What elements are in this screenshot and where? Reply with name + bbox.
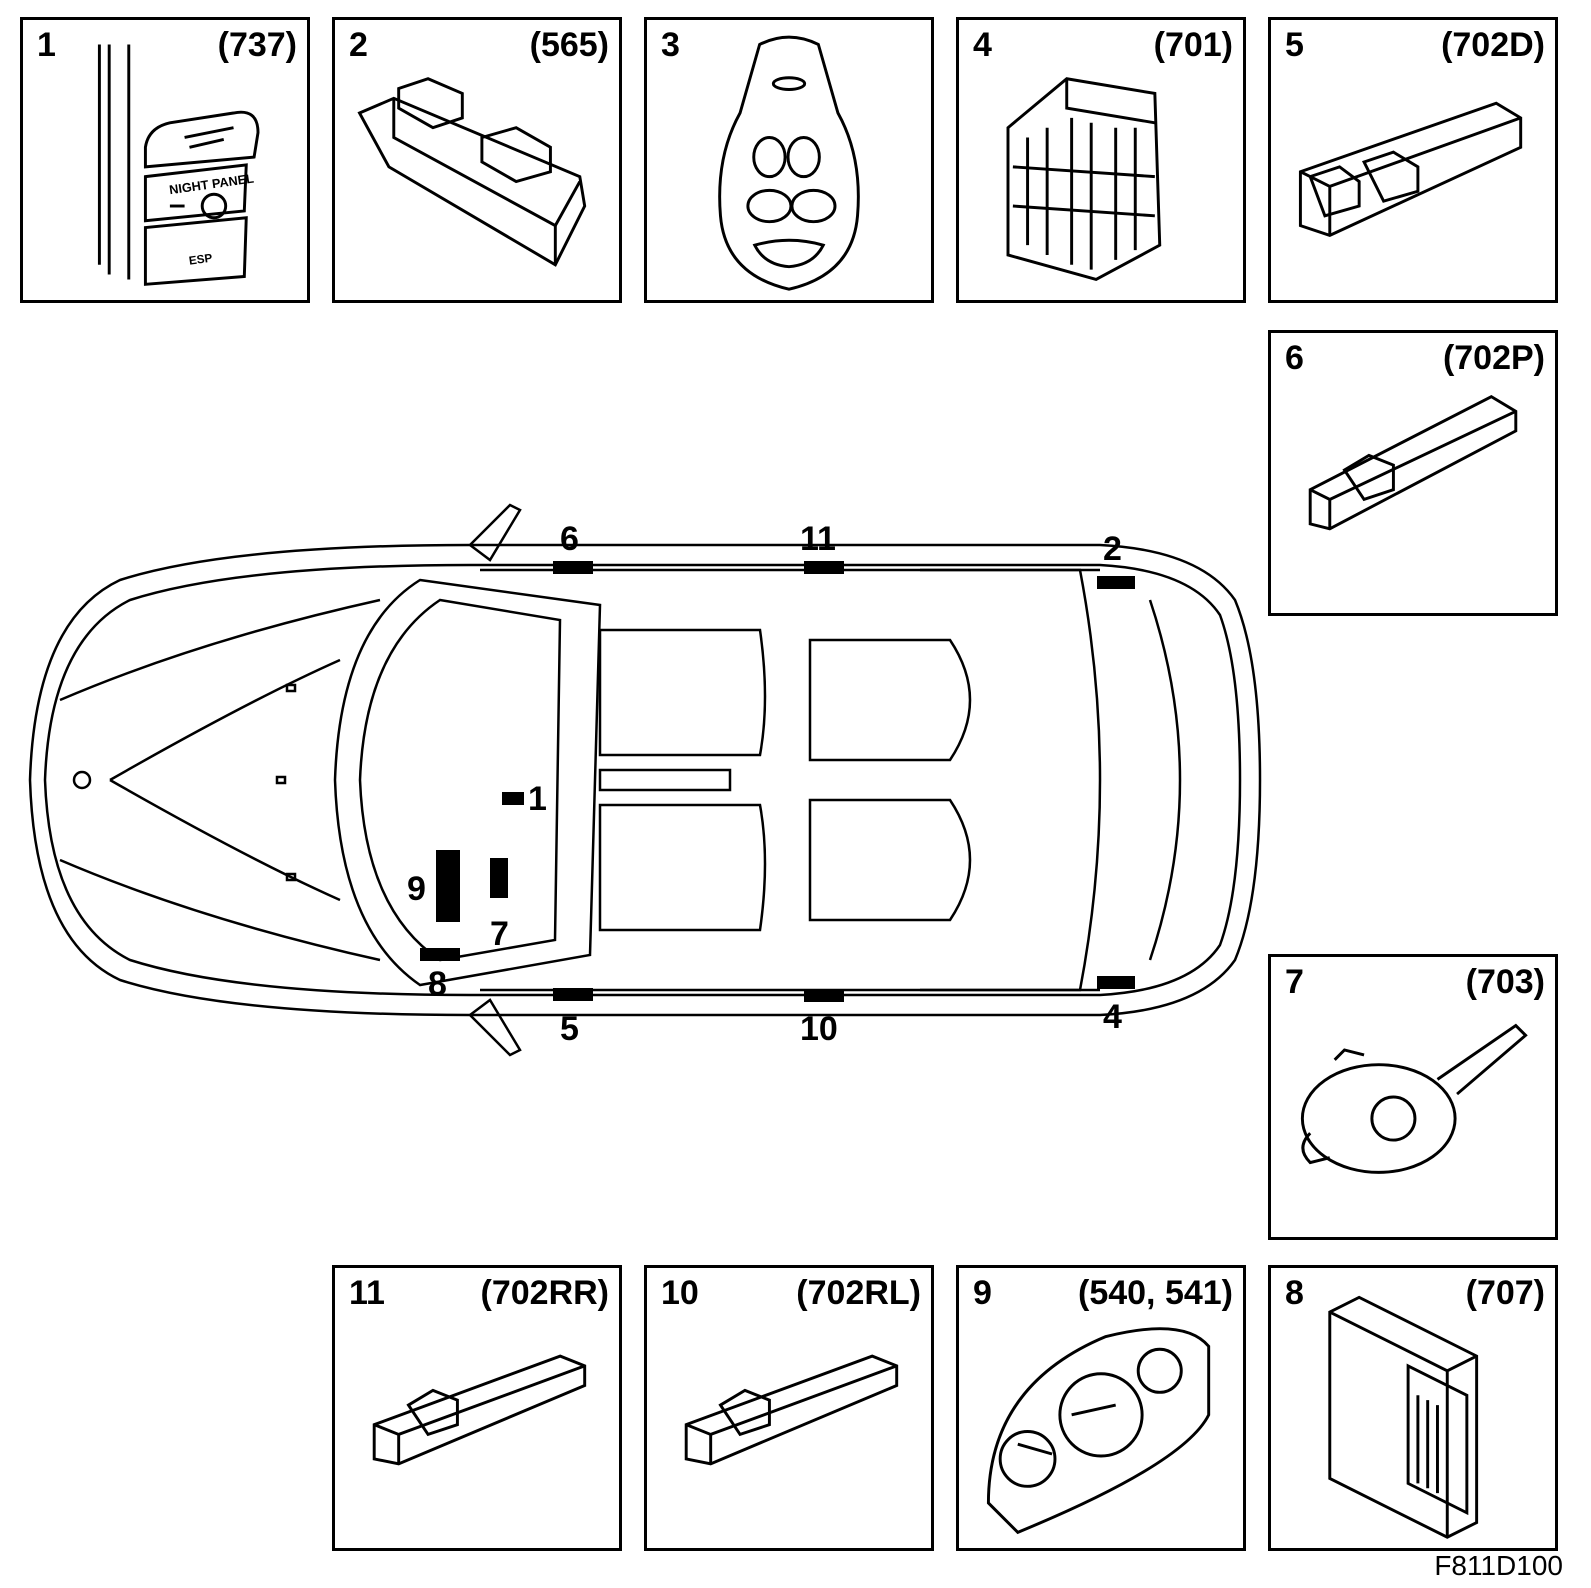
component-panel-11: 11 (702RR) [332,1265,622,1551]
panel-number: 11 [349,1274,385,1312]
panel-code: (707) [1465,1274,1545,1312]
marker-box-11 [804,561,844,574]
component-panel-1: NIGHT PANEL ESP 1 (737) [20,17,310,303]
marker-label-7: 7 [490,915,509,953]
panel-code: (702RL) [796,1274,921,1312]
electronic-control-unit-illustration [1328,1295,1479,1539]
panel-number: 4 [973,26,992,64]
panel-number: 8 [1285,1274,1304,1312]
marker-label-5: 5 [560,1010,579,1048]
component-panel-3: 3 [644,17,934,303]
figure-code: F811D100 [1434,1550,1563,1581]
instrument-cluster-illustration [986,1327,1211,1535]
component-panel-7: 7 (703) [1268,954,1558,1240]
marker-box-9 [436,850,460,922]
component-panel-8: 8 (707) [1268,1265,1558,1551]
marker-label-2: 2 [1103,530,1122,568]
rear-right-door-module-illustration [372,1354,587,1466]
panel-number: 1 [37,26,56,64]
marker-label-11: 11 [800,520,836,558]
panel-code: (702RR) [480,1274,609,1312]
panel-number: 5 [1285,26,1304,64]
marker-label-9: 9 [407,870,426,908]
panel-code: (565) [529,26,609,64]
marker-box-7 [490,858,508,898]
panel-number: 7 [1285,963,1304,1001]
fuse-relay-box-illustration [1006,77,1162,282]
panel-number: 3 [661,26,680,64]
marker-box-5 [553,988,593,1001]
component-panel-5: 5 (702D) [1268,17,1558,303]
marker-label-1: 1 [528,780,547,818]
panel-code: (737) [217,26,297,64]
panel-number: 2 [349,26,368,64]
light-switch-panel-illustration: NIGHT PANEL ESP [97,44,260,286]
control-module-illustration [357,77,587,267]
marker-box-10 [804,989,844,1002]
steering-column-module-illustration [1300,1023,1528,1174]
marker-box-2 [1097,576,1135,589]
panel-code: (702P) [1442,339,1545,377]
panel-number: 10 [661,1274,699,1312]
marker-box-1 [502,792,524,805]
panel-code: (703) [1465,963,1545,1001]
marker-box-6 [553,561,593,574]
panel-number: 9 [973,1274,992,1312]
panel-number: 6 [1285,339,1304,377]
component-panel-2: 2 (565) [332,17,622,303]
marker-label-6: 6 [560,520,579,558]
component-panel-9: 9 (540, 541) [956,1265,1246,1551]
panel-code: (702D) [1441,26,1545,64]
driver-door-module-illustration [1298,101,1523,237]
panel-code: (540, 541) [1078,1274,1233,1312]
car-outline [28,503,1262,1057]
panel-code: (701) [1153,26,1233,64]
component-panel-6: 6 (702P) [1268,330,1558,616]
marker-label-10: 10 [800,1010,838,1048]
component-panel-10: 10 (702RL) [644,1265,934,1551]
location-markers: 1 2 4 5 6 7 8 9 10 11 [407,520,1135,1048]
rear-left-door-module-illustration [684,1354,899,1466]
marker-box-8 [420,948,460,961]
marker-label-8: 8 [428,965,447,1003]
component-panel-4: 4 (701) [956,17,1246,303]
passenger-door-module-illustration [1308,394,1518,531]
marker-label-4: 4 [1103,998,1122,1036]
marker-box-4 [1097,976,1135,989]
remote-key-fob-illustration [718,35,860,291]
esp-label: ESP [188,252,213,268]
